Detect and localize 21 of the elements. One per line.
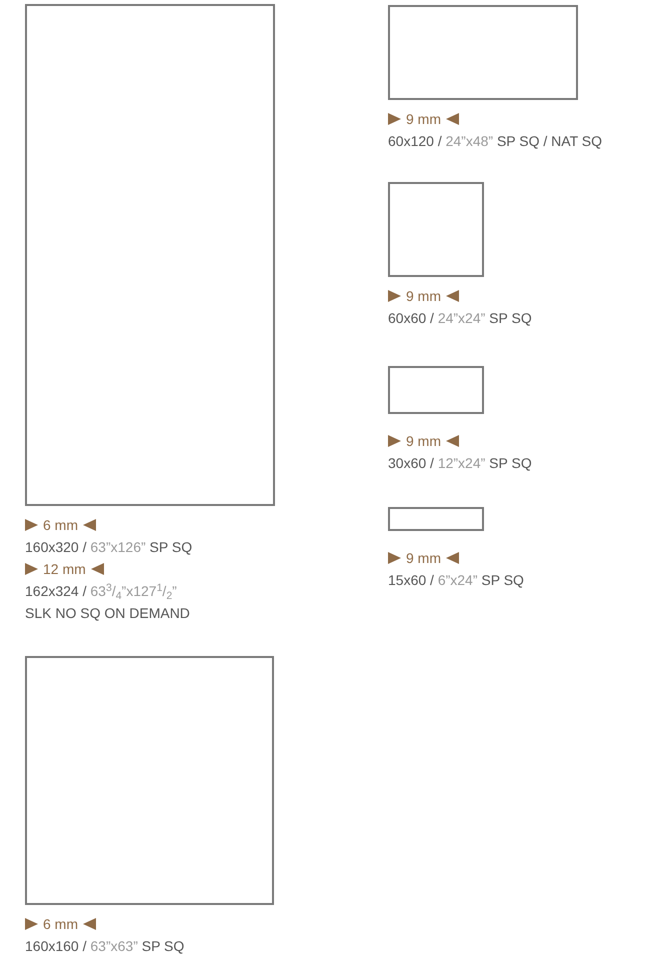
size-text: 60x120 / 24”x48” SP SQ / NAT SQ: [388, 132, 602, 151]
size-text: 160x160 / 63”x63” SP SQ: [25, 937, 184, 956]
size-text: 15x60 / 6”x24” SP SQ: [388, 571, 524, 590]
tile-outline: [388, 182, 484, 277]
tile-outline: [388, 366, 484, 414]
tile-outline: [25, 656, 274, 905]
thickness-text: 9 mm: [406, 432, 441, 450]
tile-outline: [388, 5, 578, 100]
thickness-text: 9 mm: [406, 286, 441, 306]
thickness-text: 9 mm: [406, 548, 441, 568]
thickness-text: 6 mm: [43, 914, 78, 934]
size-text: SLK NO SQ ON DEMAND: [25, 604, 191, 623]
size-text: 60x60 / 24”x24” SP SQ: [388, 309, 532, 328]
thickness-text: 9 mm: [406, 110, 441, 128]
size-text: 162x324 / 63$^{3}$/$_{4}$”x127$^{1}$/$_{2}$”: [25, 580, 178, 602]
size-text: 160x320 / 63”x126” SP SQ: [25, 538, 192, 557]
tile-outline: [388, 507, 484, 531]
tile-outline: [25, 4, 275, 506]
thickness-text: 12 mm: [43, 560, 86, 578]
thickness-text: 6 mm: [43, 516, 78, 534]
size-text: 30x60 / 12”x24” SP SQ: [388, 454, 532, 473]
